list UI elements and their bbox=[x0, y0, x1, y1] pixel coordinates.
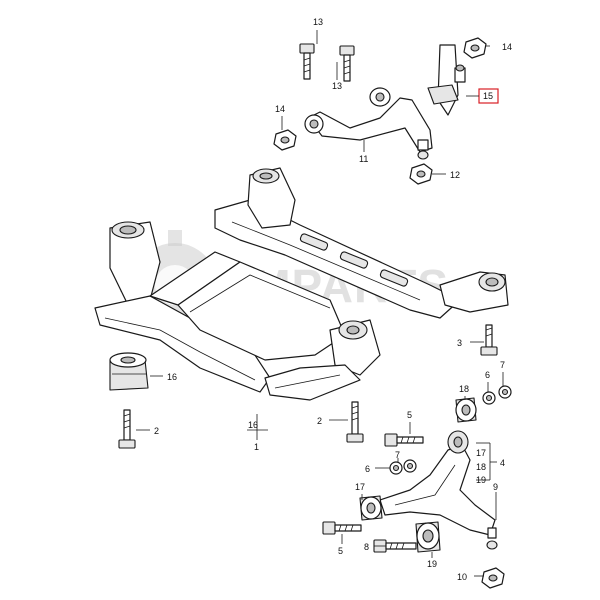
nut-7-upper bbox=[498, 385, 512, 399]
subframe bbox=[94, 167, 509, 401]
callout-16b: 16 bbox=[248, 420, 258, 430]
callout-17a: 17 bbox=[355, 482, 365, 492]
callout-9: 9 bbox=[493, 482, 498, 492]
nut-14-upper bbox=[463, 37, 487, 59]
bolt-13-upper bbox=[299, 43, 315, 80]
callout-19b: 19 bbox=[427, 559, 437, 569]
callout-13a: 13 bbox=[313, 17, 323, 27]
callout-15: 15 bbox=[483, 91, 493, 101]
bushing-18-upper bbox=[455, 397, 477, 423]
callout-5a: 5 bbox=[407, 410, 412, 420]
callout-10: 10 bbox=[457, 572, 467, 582]
nut-10 bbox=[481, 567, 505, 589]
nut-7-lower bbox=[403, 459, 417, 473]
callout-16a: 16 bbox=[167, 372, 177, 382]
callout-6a: 6 bbox=[485, 370, 490, 380]
bracket-sensor bbox=[427, 44, 499, 116]
bushing-17-lower bbox=[359, 495, 383, 521]
callout-19a: 19 bbox=[476, 475, 486, 485]
bolt-13-lower bbox=[339, 45, 355, 82]
upper-control-arm bbox=[304, 87, 433, 160]
callout-8: 8 bbox=[364, 542, 369, 552]
callout-1: 1 bbox=[254, 442, 259, 452]
bolt-2-center bbox=[346, 401, 364, 443]
bolt-5-upper bbox=[384, 433, 424, 447]
callout-11: 11 bbox=[359, 154, 368, 164]
callout-14b: 14 bbox=[275, 104, 285, 114]
callout-7a: 7 bbox=[500, 360, 505, 370]
callout-3: 3 bbox=[457, 338, 462, 348]
lower-control-arm bbox=[379, 430, 498, 550]
callout-4: 4 bbox=[500, 458, 505, 468]
washer-6-upper bbox=[482, 391, 496, 405]
callout-17b: 17 bbox=[476, 448, 486, 458]
nut-14-left bbox=[273, 129, 297, 151]
bolt-5-lower bbox=[322, 521, 362, 535]
leader-lines bbox=[136, 30, 504, 577]
callout-7b: 7 bbox=[395, 450, 400, 460]
bolt-2-left bbox=[118, 409, 136, 449]
callout-13b: 13 bbox=[332, 81, 342, 91]
callout-18b: 18 bbox=[476, 462, 486, 472]
callout-2a: 2 bbox=[154, 426, 159, 436]
bushing-19-lower bbox=[415, 521, 441, 553]
callout-18a: 18 bbox=[459, 384, 469, 394]
washer-6-lower bbox=[389, 461, 403, 475]
callout-2b: 2 bbox=[317, 416, 322, 426]
callout-5b: 5 bbox=[338, 546, 343, 556]
nut-12 bbox=[409, 163, 433, 185]
callout-6b: 6 bbox=[365, 464, 370, 474]
bolt-3 bbox=[480, 324, 498, 356]
subframe-bushing-left bbox=[109, 352, 149, 391]
callout-labels: 13 13 14 14 15 11 12 16 2 16 1 2 3 18 6 … bbox=[154, 17, 512, 582]
callout-12: 12 bbox=[450, 170, 460, 180]
callout-14a: 14 bbox=[502, 42, 512, 52]
